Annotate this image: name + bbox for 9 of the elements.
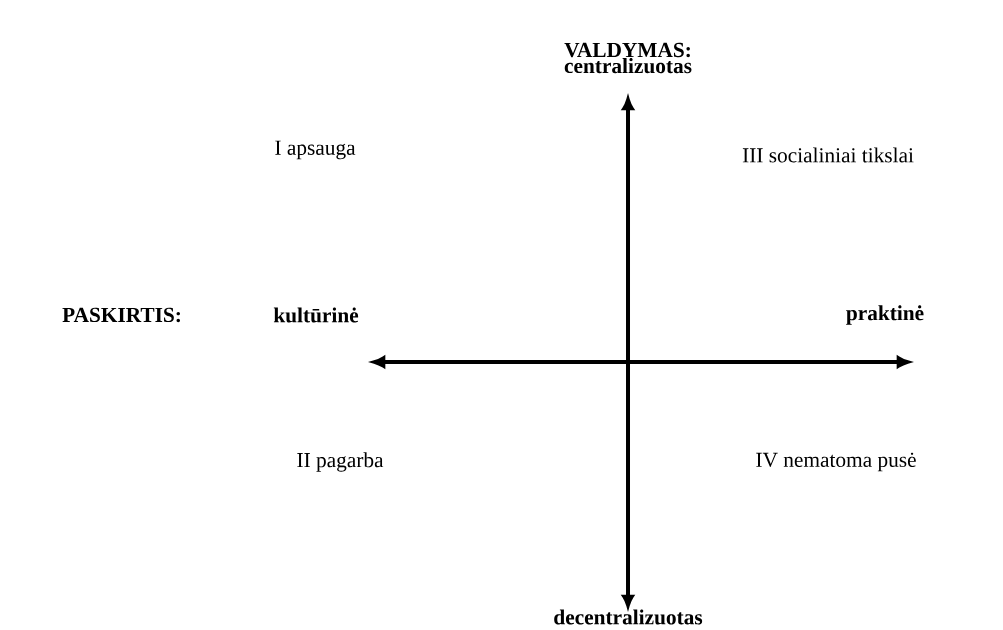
axis-end-label: decentralizuotas [554, 609, 703, 625]
axis-title: PASKIRTIS: [62, 307, 180, 323]
axis-end-label: kultūrinė [273, 307, 359, 323]
quadrant-label: II pagarba [297, 452, 384, 472]
quadrant-label: IV nematoma pusė [756, 452, 916, 472]
axis-title: VALDYMAS: centralizuotas [564, 42, 692, 74]
axis-end-label: praktinė [846, 305, 924, 325]
quadrant-label: III socialiniai tikslai [742, 147, 914, 163]
quadrant-label: I apsauga [275, 140, 356, 160]
